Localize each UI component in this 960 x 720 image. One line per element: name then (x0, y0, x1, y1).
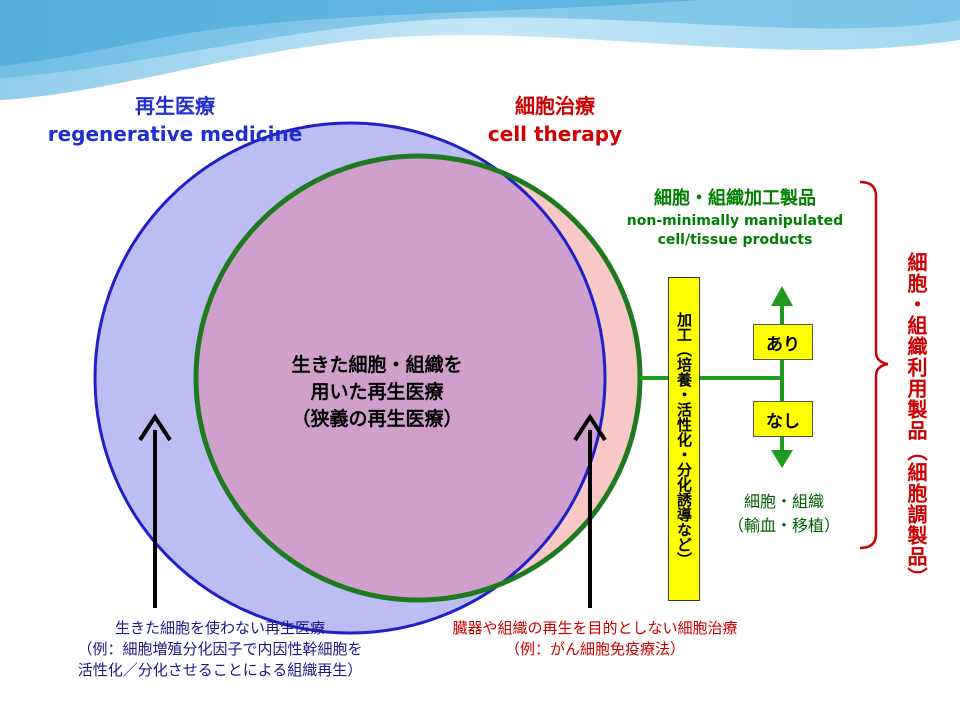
left-note-line-1: 生きた細胞を使わない再生医療 (114, 619, 325, 637)
left-note-line-3: 活性化／分化させることによる組織再生） (77, 661, 363, 679)
overlap-label: 生きた細胞・組織を 用いた再生医療 （狭義の再生医療） (262, 352, 492, 433)
overlap-line-1: 生きた細胞・組織を (291, 354, 463, 376)
processing-box: 加工（培養・活性化・分化誘導など） (668, 277, 700, 601)
right-note-line-1: 臓器や組織の再生を目的としない細胞治療 (452, 619, 738, 637)
regenerative-medicine-circle (93, 121, 607, 635)
overlap-region (196, 156, 605, 600)
processed-products-jp: 細胞・組織加工製品 (654, 188, 816, 209)
cell-therapy-title: 細胞治療 cell therapy (460, 92, 650, 148)
left-note: 生きた細胞を使わない再生医療 （例：細胞増殖分化因子で内因性幹細胞を 活性化／分… (30, 618, 410, 681)
left-note-line-2: （例：細胞増殖分化因子で内因性幹細胞を (77, 640, 363, 658)
processed-products-en-1: non-minimally manipulated (626, 213, 844, 229)
header-wave-decoration (0, 0, 960, 100)
cell-therapy-jp: 細胞治療 (515, 94, 595, 118)
unprocessed-line-2: （輸血・移植） (727, 516, 840, 535)
overlap-line-3: （狭義の再生医療） (291, 408, 463, 430)
overlap-line-2: 用いた再生医療 (310, 381, 444, 403)
arrow-up-icon (771, 286, 793, 306)
cell-tissue-products-label: 細胞・組織利用製品（細胞調製品） (904, 252, 928, 588)
unprocessed-cells-label: 細胞・組織 （輸血・移植） (722, 490, 846, 538)
unprocessed-line-1: 細胞・組織 (743, 492, 824, 511)
no-box: なし (753, 401, 813, 437)
regenerative-medicine-jp: 再生医療 (135, 94, 215, 118)
right-arrow-icon (573, 413, 607, 442)
arrow-down-icon (771, 450, 793, 468)
yes-box: あり (753, 324, 813, 360)
processed-products-title: 細胞・組織加工製品 non-minimally manipulated cell… (610, 186, 860, 250)
regenerative-medicine-title: 再生医療 regenerative medicine (40, 92, 310, 148)
right-note-line-2: （例：がん細胞免疫療法） (504, 640, 685, 658)
right-note: 臓器や組織の再生を目的としない細胞治療 （例：がん細胞免疫療法） (410, 618, 780, 660)
processed-products-en-2: cell/tissue products (657, 232, 813, 248)
left-arrow-icon (138, 413, 172, 442)
cell-therapy-en: cell therapy (487, 122, 623, 146)
regenerative-medicine-en: regenerative medicine (47, 122, 303, 146)
red-bracket (859, 180, 889, 550)
